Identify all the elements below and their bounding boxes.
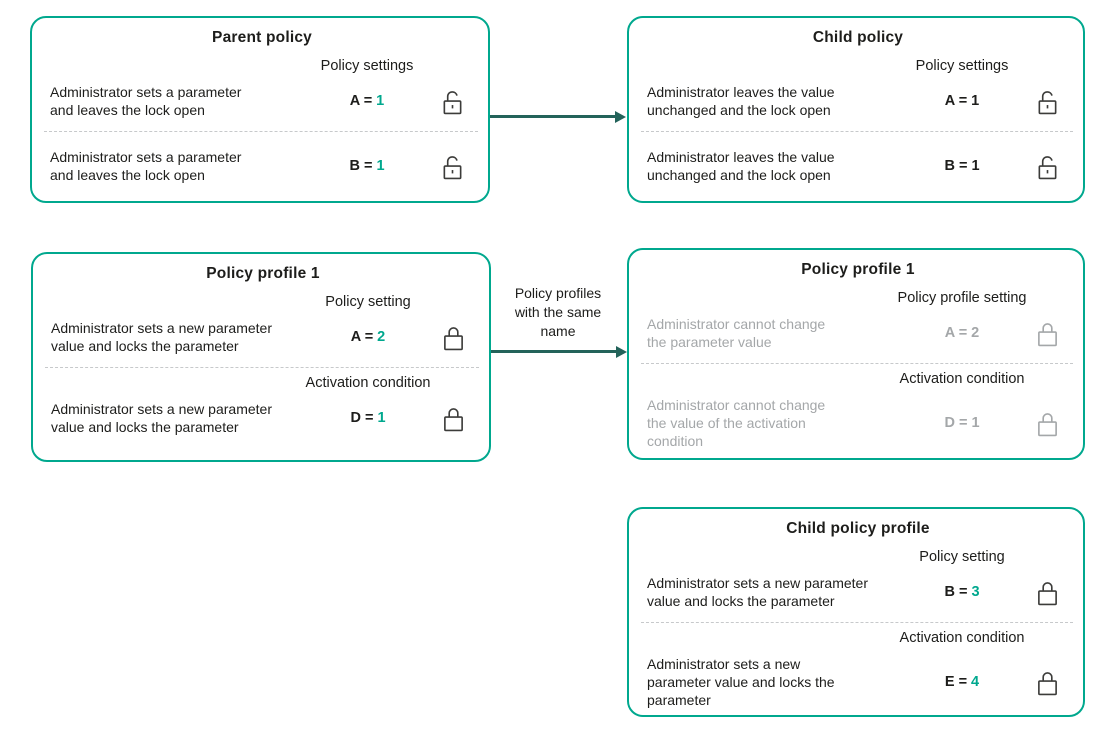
section-body: Administrator cannot change the value of… [647,396,1069,450]
parameter-value: A = 2 [351,329,386,345]
section-label: Activation condition [899,630,1025,646]
parameter-value: A = 2 [945,325,980,341]
parameter-value: B = 1 [944,158,979,174]
row-description: Administrator sets a new parameter value… [51,320,272,354]
parameter-name: B = [349,158,373,174]
parameter-name: A = [944,325,968,341]
child-policy-box: Child policy Policy settings Administrat… [627,16,1085,203]
row-description: Administrator leaves the value unchanged… [647,149,835,183]
row-description: Administrator cannot change the value of… [647,397,826,449]
row-description: Administrator cannot change the paramete… [647,316,826,350]
section-label-row: Policy setting [647,548,1069,566]
parameter-value: A = 1 [350,93,385,109]
parameter-name: A = [350,329,374,345]
policy-row: Administrator sets a parameter and leave… [50,83,474,119]
policy-row: Administrator sets a new parameter value… [647,655,1069,709]
row-description: Administrator sets a new parameter value… [647,656,835,708]
row-description: Administrator sets a new parameter value… [647,575,868,609]
parameter-number: 1 [377,410,386,426]
box-title: Child policy [812,29,904,46]
parameter-value: D = 1 [350,410,385,426]
parameter-number: 1 [376,93,385,109]
policy-row: Administrator leaves the value unchanged… [647,83,1069,119]
section: Activation condition Administrator canno… [647,364,1069,450]
parameter-value: E = 4 [945,674,979,690]
policy-row: Administrator leaves the value unchanged… [647,148,1069,184]
section-label-row: Activation condition [647,629,1069,647]
arrow-label: Policy profiles with the same name [514,285,602,339]
closed-lock-icon [1036,319,1059,348]
parameter-name: B = [944,584,968,600]
section-label-row: Policy settings [50,57,474,75]
section: Policy profile setting Administrator can… [647,285,1069,351]
box-title: Parent policy [212,29,312,46]
row-description: Administrator leaves the value unchanged… [647,84,835,118]
section-label: Activation condition [899,371,1025,387]
parameter-name: E = [944,674,968,690]
section-label: Policy setting [919,549,1005,565]
section-label: Policy setting [325,294,411,310]
closed-lock-icon [1036,668,1059,697]
box-title: Policy profile 1 [206,265,320,282]
section-label-row: Policy profile setting [647,289,1069,307]
dashed-divider [641,622,1073,623]
open-lock-icon [1036,152,1059,181]
section-label-row: Activation condition [51,374,475,392]
child-policy-profile-box: Child policy profile Policy setting Admi… [627,507,1085,717]
row-description: Administrator sets a new parameter value… [51,401,272,435]
parameter-name: D = [350,410,374,426]
parameter-value: A = 1 [945,93,980,109]
box-title: Policy profile 1 [801,261,915,278]
parameter-number: 1 [971,158,980,174]
box-title: Child policy profile [786,520,930,537]
parameter-name: A = [944,93,968,109]
parameter-number: 2 [971,325,980,341]
policy-row: Administrator sets a parameter and leave… [50,148,474,184]
policy-row: Administrator sets a new parameter value… [51,319,475,355]
policy-row: Administrator cannot change the value of… [647,396,1069,450]
policy-row: Administrator sets a new parameter value… [647,574,1069,610]
parameter-number: 4 [971,674,980,690]
policy-profile-1-inherited-box: Policy profile 1 Policy profile setting … [627,248,1085,460]
parameter-value: B = 1 [349,158,384,174]
open-lock-icon [441,152,464,181]
section-label-row: Policy setting [51,293,475,311]
parameter-number: 1 [971,93,980,109]
section-label: Policy settings [915,58,1009,74]
dashed-divider [641,363,1073,364]
row-description: Administrator sets a parameter and leave… [50,149,242,183]
section-label: Policy profile setting [897,290,1027,306]
policy-profile-1-box: Policy profile 1 Policy setting Administ… [31,252,491,462]
closed-lock-icon [1036,409,1059,438]
policy-row: Administrator sets a new parameter value… [51,400,475,436]
parent-to-child-arrow [490,115,616,118]
parameter-name: D = [944,415,968,431]
profile-to-profile-arrow [491,350,617,353]
parameter-value: B = 3 [944,584,979,600]
parameter-value: D = 1 [944,415,979,431]
parameter-number: 1 [971,415,980,431]
section-label-row: Activation condition [647,370,1069,388]
parameter-number: 2 [377,329,386,345]
closed-lock-icon [442,323,465,352]
parameter-name: A = [349,93,373,109]
section: Activation condition Administrator sets … [51,368,475,436]
parameter-number: 3 [971,584,980,600]
parameter-number: 1 [376,158,385,174]
parameter-name: B = [944,158,968,174]
section: Activation condition Administrator sets … [647,623,1069,709]
section-label: Policy settings [320,58,414,74]
dashed-divider [44,131,478,132]
open-lock-icon [1036,87,1059,116]
section-label: Activation condition [305,375,431,391]
section-label-row: Policy settings [647,57,1069,75]
dashed-divider [641,131,1073,132]
policy-row: Administrator cannot change the paramete… [647,315,1069,351]
closed-lock-icon [442,404,465,433]
row-description: Administrator sets a parameter and leave… [50,84,242,118]
parent-policy-box: Parent policy Policy settings Administra… [30,16,490,203]
dashed-divider [45,367,479,368]
open-lock-icon [441,87,464,116]
closed-lock-icon [1036,578,1059,607]
